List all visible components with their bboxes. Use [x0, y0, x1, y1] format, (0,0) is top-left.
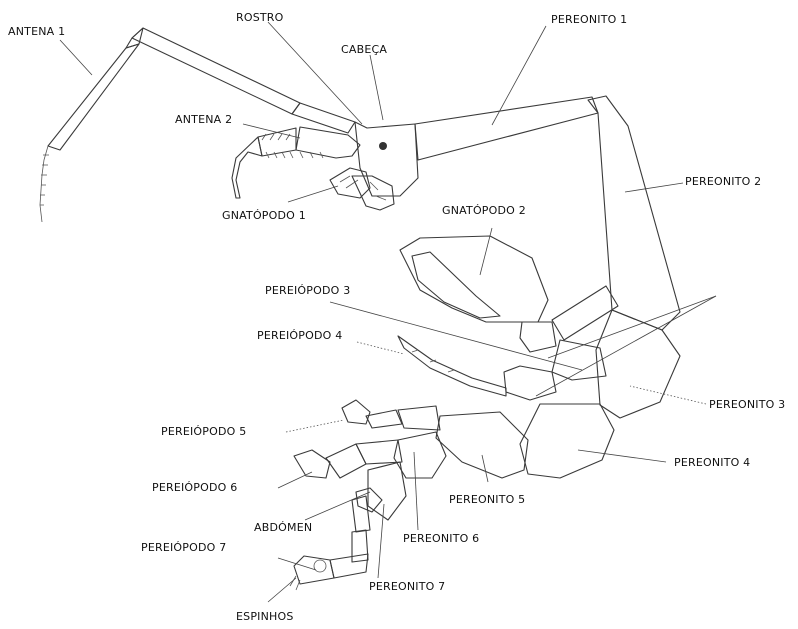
leader-pereonito-2 [625, 183, 683, 192]
pereonite-5-drawing [436, 412, 528, 478]
label-pereiopodo-3: PEREIÓPODO 3 [265, 284, 350, 297]
leader-pereonito-5 [482, 455, 488, 482]
leader-pereonito-1 [492, 26, 546, 125]
leader-antena-2 [243, 124, 300, 138]
gnathopod-2-drawing [400, 236, 618, 352]
label-pereiopodo-6: PEREIÓPODO 6 [152, 481, 237, 494]
labels: ANTENA 1 ROSTRO CABEÇA PEREONITO 1 ANTEN… [8, 11, 785, 623]
leader-cabeca [370, 55, 383, 120]
antenna-2-drawing [232, 127, 360, 198]
label-rostro: ROSTRO [236, 11, 284, 24]
animal-body-drawing [40, 28, 680, 590]
leader-abdomen [305, 492, 370, 520]
label-pereonito-5: PEREONITO 5 [449, 493, 525, 506]
label-cabeca: CABEÇA [341, 43, 387, 56]
pereonite-3-drawing [596, 310, 680, 418]
pereonite-1-drawing [415, 97, 598, 160]
label-antena-1: ANTENA 1 [8, 25, 65, 38]
leader-pereiopodo-4-right [536, 296, 716, 396]
leader-gnatopodo-2 [480, 228, 492, 275]
leader-pereiopodo-6 [278, 472, 312, 488]
label-abdomen: ABDÓMEN [254, 521, 312, 534]
label-pereiopodo-4: PEREIÓPODO 4 [257, 329, 342, 342]
leader-espinhos [268, 578, 296, 602]
leader-pereonito-3 [630, 386, 706, 404]
leader-pereiopodo-7 [278, 558, 316, 570]
leader-antena-1 [60, 40, 92, 75]
pereonite-2-drawing [588, 96, 680, 330]
leader-pereiopodo-3 [330, 302, 582, 370]
gnathopod-1-drawing [330, 168, 394, 210]
pereopod-5-drawing [342, 400, 440, 430]
label-pereonito-1: PEREONITO 1 [551, 13, 627, 26]
label-gnatopodo-2: GNATÓPODO 2 [442, 204, 526, 217]
label-pereonito-6: PEREONITO 6 [403, 532, 479, 545]
label-pereonito-2: PEREONITO 2 [685, 175, 761, 188]
pereopod-7-drawing [290, 496, 370, 590]
leader-pereonito-6 [414, 452, 418, 530]
label-pereiopodo-5: PEREIÓPODO 5 [161, 425, 246, 438]
leader-pereonito-4 [578, 450, 666, 462]
label-pereonito-3: PEREONITO 3 [709, 398, 785, 411]
pereonite-7-abdomen-drawing [356, 462, 406, 520]
leader-pereiopodo-5 [286, 420, 344, 432]
label-antena-2: ANTENA 2 [175, 113, 232, 126]
head-drawing [355, 122, 418, 196]
pereopod-6-drawing [294, 440, 402, 478]
label-gnatopodo-1: GNATÓPODO 1 [222, 209, 306, 222]
leader-pereiopodo-3-right [548, 296, 716, 358]
pereonite-4-drawing [520, 404, 614, 478]
label-pereonito-4: PEREONITO 4 [674, 456, 750, 469]
leader-pereiopodo-4 [357, 342, 404, 354]
label-pereonito-7: PEREONITO 7 [369, 580, 445, 593]
label-pereiopodo-7: PEREIÓPODO 7 [141, 541, 226, 554]
label-espinhos: ESPINHOS [236, 610, 294, 623]
leader-gnatopodo-1 [288, 186, 338, 202]
